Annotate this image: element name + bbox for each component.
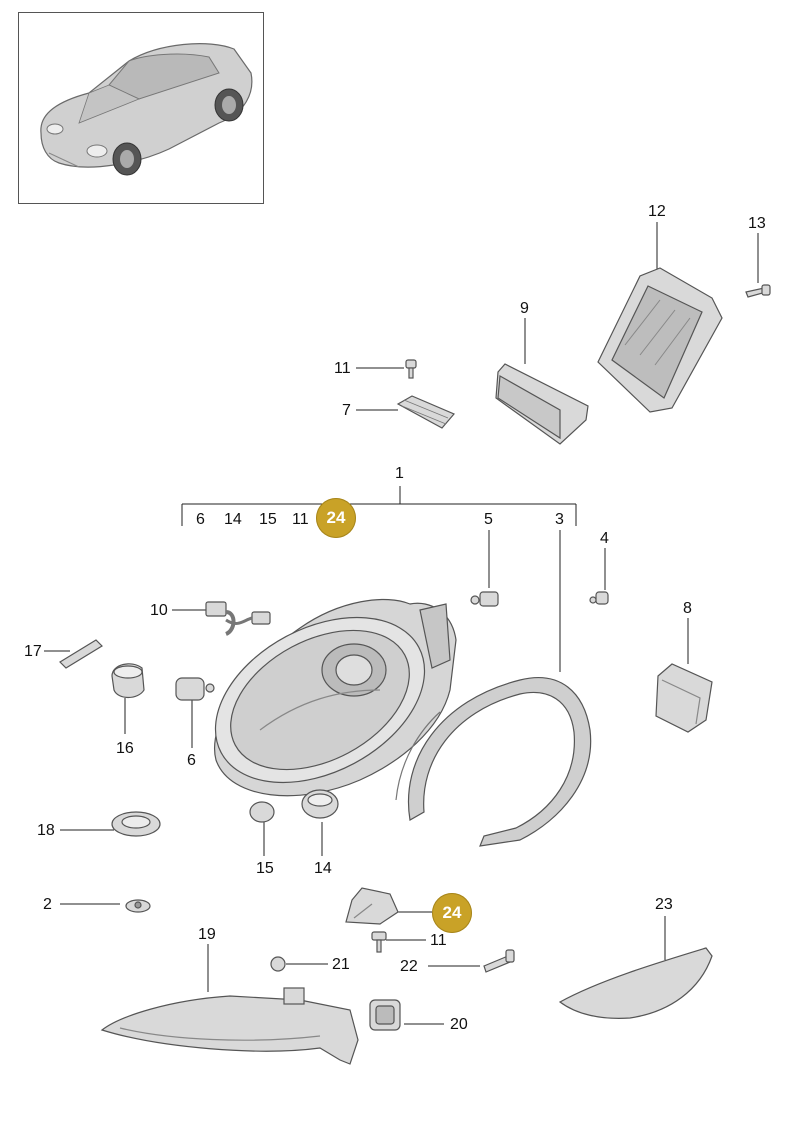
callout-23[interactable]: 23 (655, 896, 673, 913)
callout-1[interactable]: 1 (395, 465, 404, 482)
callout-4[interactable]: 4 (600, 530, 609, 547)
part-22-bolt (483, 949, 515, 973)
vehicle-thumbnail (18, 12, 264, 204)
part-20-socket (369, 999, 401, 1031)
part-shapes (59, 267, 771, 1065)
callout-3[interactable]: 3 (555, 511, 564, 528)
part-23-marker (558, 947, 713, 1019)
callout-11-bottom[interactable]: 11 (430, 932, 447, 949)
callout-20[interactable]: 20 (450, 1016, 468, 1033)
part-7-module (396, 395, 455, 429)
car-coupe-icon (40, 43, 253, 176)
part-18-grommet (111, 811, 161, 837)
callout-16[interactable]: 16 (116, 740, 134, 757)
part-4-clip (589, 591, 609, 605)
callout-13[interactable]: 13 (748, 215, 766, 232)
callout-8[interactable]: 8 (683, 600, 692, 617)
callout-11-top[interactable]: 11 (334, 360, 351, 377)
callout-14[interactable]: 14 (314, 860, 332, 877)
callout-6-bracket[interactable]: 6 (196, 511, 205, 528)
part-21-plug (270, 956, 286, 972)
callout-9[interactable]: 9 (520, 300, 529, 317)
callout-5[interactable]: 5 (484, 511, 493, 528)
callout-12[interactable]: 12 (648, 203, 666, 220)
callout-22[interactable]: 22 (400, 958, 418, 975)
callout-14-bracket[interactable]: 14 (224, 511, 242, 528)
part-16-socket (111, 663, 145, 699)
part-14-cap (301, 789, 339, 819)
part-6-motor (175, 677, 215, 701)
part-2-nut (125, 899, 151, 913)
part-11-screw-top (405, 359, 417, 379)
part-24-bracket (345, 887, 399, 925)
part-8-module (655, 663, 713, 733)
callout-7[interactable]: 7 (342, 402, 351, 419)
part-17-strip (59, 639, 103, 669)
part-15-cap (249, 801, 275, 823)
part-12-cover (597, 267, 723, 413)
part-9-control-unit (495, 363, 589, 445)
callout-17[interactable]: 17 (24, 643, 42, 660)
callout-24-badge-top[interactable]: 24 (316, 498, 356, 538)
callout-11-bracket[interactable]: 11 (292, 511, 309, 528)
callout-6[interactable]: 6 (187, 752, 196, 769)
part-19-trim (100, 987, 359, 1065)
part-13-screw (745, 284, 771, 298)
part-3-seal (395, 677, 592, 847)
callout-19[interactable]: 19 (198, 926, 216, 943)
callout-24-badge-bottom[interactable]: 24 (432, 893, 472, 933)
callout-2[interactable]: 2 (43, 896, 52, 913)
part-main-headlight (214, 598, 457, 797)
leader-lines (44, 222, 759, 1025)
callout-21[interactable]: 21 (332, 956, 350, 973)
callout-10[interactable]: 10 (150, 602, 168, 619)
part-10-harness (205, 601, 271, 636)
callout-18[interactable]: 18 (37, 822, 55, 839)
callout-15[interactable]: 15 (256, 860, 274, 877)
part-11-screw-bottom (371, 931, 387, 953)
callout-15-bracket[interactable]: 15 (259, 511, 277, 528)
part-5-bulb (470, 591, 499, 607)
